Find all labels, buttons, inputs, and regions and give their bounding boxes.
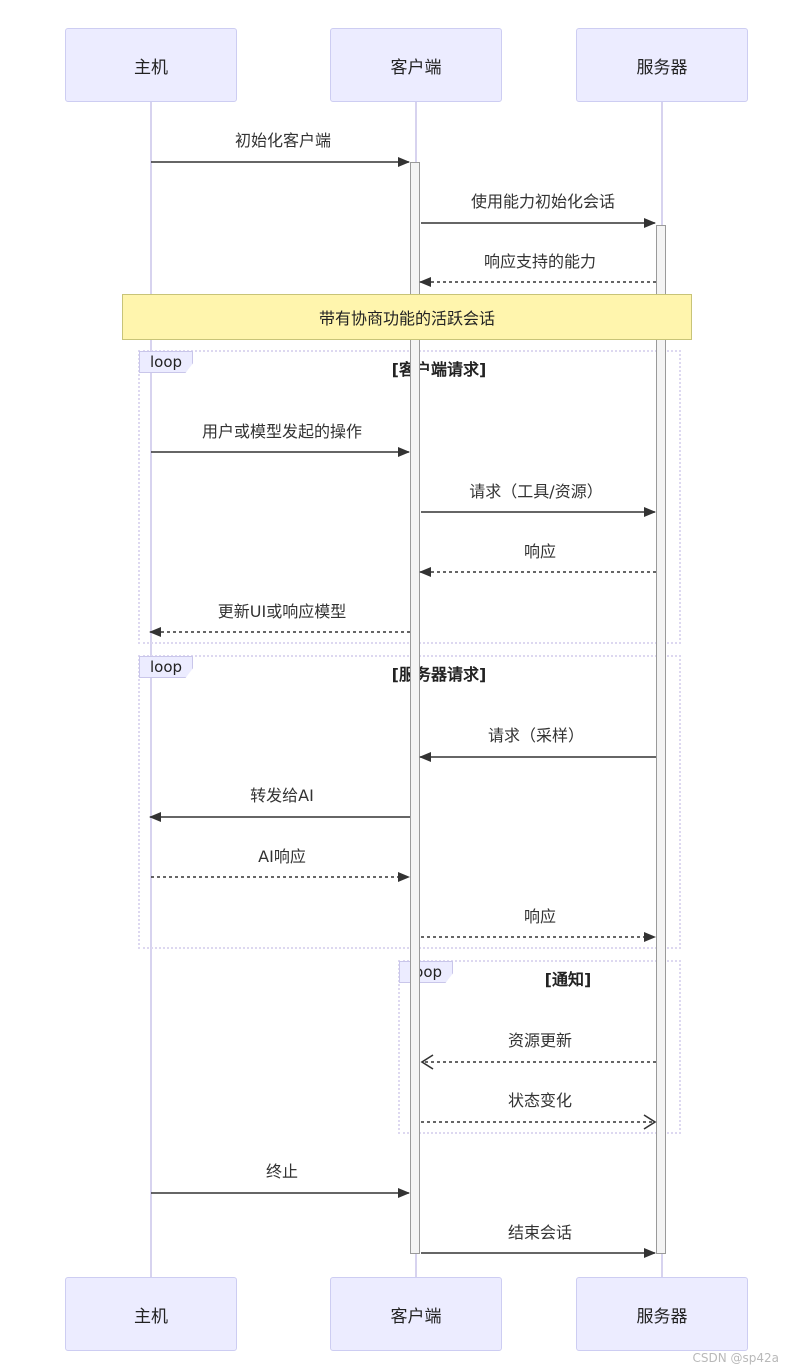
loop-client-requests-tag: loop xyxy=(139,351,194,373)
actor-host-top: 主机 xyxy=(65,28,237,102)
actor-client-top: 客户端 xyxy=(330,28,502,102)
watermark: CSDN @sp42a xyxy=(692,1351,779,1365)
host-lifeline xyxy=(150,102,152,1278)
loop-server-requests-tag: loop xyxy=(139,656,194,678)
label-end-session: 结束会话 xyxy=(507,1223,573,1242)
label-init-client: 初始化客户端 xyxy=(234,131,332,150)
loop-server-requests: loop xyxy=(138,655,681,949)
label-update-ui: 更新UI或响应模型 xyxy=(217,602,347,621)
loop-notifications-condition: [通知] xyxy=(544,970,592,989)
loop-client-requests: loop xyxy=(138,350,681,644)
actor-server-top: 服务器 xyxy=(576,28,748,102)
label-state-change: 状态变化 xyxy=(507,1091,573,1110)
session-note: 带有协商功能的活跃会话 xyxy=(122,294,692,340)
label-ai-response: AI响应 xyxy=(258,847,306,866)
label-response1: 响应 xyxy=(523,542,557,561)
client-activation xyxy=(410,162,420,1254)
label-user-action: 用户或模型发起的操作 xyxy=(201,422,363,441)
server-activation xyxy=(656,225,666,1254)
actor-host-bottom: 主机 xyxy=(65,1277,237,1351)
actor-server-bottom: 服务器 xyxy=(576,1277,748,1351)
label-request-sampling: 请求（采样） xyxy=(487,726,585,745)
label-forward-ai: 转发给AI xyxy=(250,786,314,805)
label-init-session: 使用能力初始化会话 xyxy=(470,192,616,211)
label-terminate: 终止 xyxy=(265,1162,299,1181)
label-response2: 响应 xyxy=(523,907,557,926)
actor-client-bottom: 客户端 xyxy=(330,1277,502,1351)
label-request-tools: 请求（工具/资源） xyxy=(469,482,603,501)
label-resource-update: 资源更新 xyxy=(507,1031,573,1050)
label-respond-caps: 响应支持的能力 xyxy=(483,252,597,271)
